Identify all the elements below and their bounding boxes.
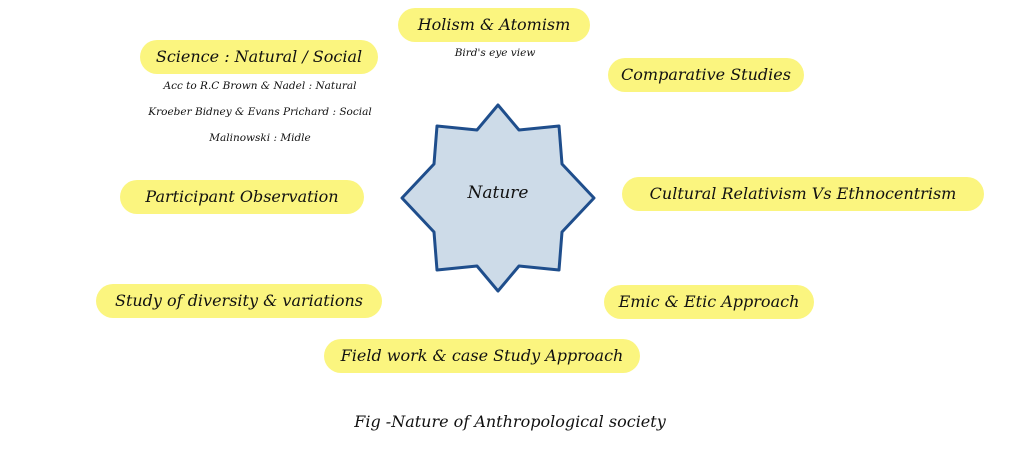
- node-emic-etic: Emic & Etic Approach: [604, 285, 814, 319]
- node-science: Science : Natural / Social: [140, 40, 378, 74]
- figure-caption: Fig -Nature of Anthropological society: [354, 412, 666, 431]
- node-holism-note: Bird's eye view: [454, 47, 536, 59]
- node-participant-observation: Participant Observation: [120, 180, 364, 214]
- nature-star-polygon: [400, 103, 596, 293]
- science-note-1: Acc to R.C Brown & Nadel : Natural: [163, 80, 357, 92]
- node-study-diversity: Study of diversity & variations: [96, 284, 382, 318]
- node-field-work: Field work & case Study Approach: [324, 339, 640, 373]
- science-note-2: Kroeber Bidney & Evans Prichard : Social: [148, 106, 372, 118]
- node-cultural-relativism: Cultural Relativism Vs Ethnocentrism: [622, 177, 984, 211]
- center-label: Nature: [467, 183, 529, 203]
- node-comparative-studies: Comparative Studies: [608, 58, 804, 92]
- node-holism-atomism: Holism & Atomism: [398, 8, 590, 42]
- science-note-3: Malinowski : Midle: [209, 132, 311, 144]
- nature-star-shape: [400, 103, 596, 293]
